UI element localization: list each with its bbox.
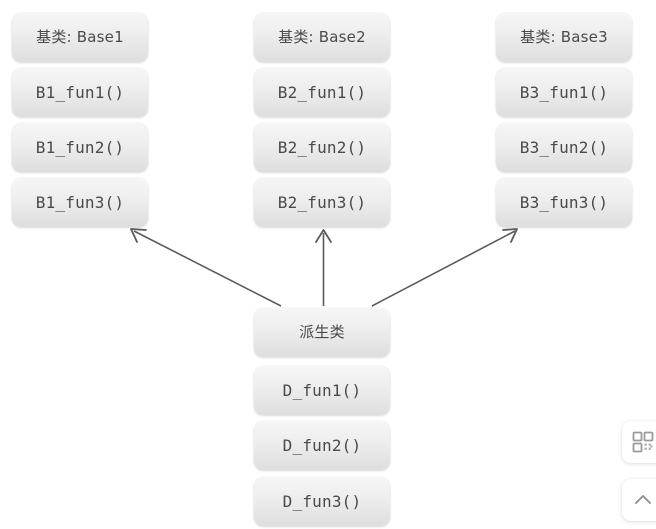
class-box-base2-header[interactable]: 基类: Base2: [254, 13, 390, 62]
method-label: D_fun3(): [282, 491, 362, 511]
method-label: D_fun2(): [282, 435, 362, 455]
method-box-d-fun1[interactable]: D_fun1(): [254, 366, 390, 415]
method-label: B2_fun3(): [277, 192, 367, 212]
class-box-base1-header[interactable]: 基类: Base1: [12, 13, 148, 62]
class-box-derived-header[interactable]: 派生类: [254, 308, 390, 357]
method-label: B2_fun1(): [277, 82, 367, 102]
method-label: B3_fun2(): [519, 137, 609, 157]
method-box-d-fun3[interactable]: D_fun3(): [254, 477, 390, 526]
class-box-base3-header[interactable]: 基类: Base3: [496, 13, 632, 62]
scroll-to-top-button[interactable]: [622, 479, 656, 521]
arrow-derived-to-base3: [371, 228, 518, 307]
method-box-b3-fun1[interactable]: B3_fun1(): [496, 68, 632, 117]
method-label: B1_fun1(): [35, 82, 125, 102]
method-box-b1-fun1[interactable]: B1_fun1(): [12, 68, 148, 117]
method-label: D_fun1(): [282, 380, 362, 400]
method-box-b2-fun1[interactable]: B2_fun1(): [254, 68, 390, 117]
method-box-b1-fun2[interactable]: B1_fun2(): [12, 123, 148, 172]
arrow-derived-to-base1: [130, 228, 282, 307]
method-box-b3-fun3[interactable]: B3_fun3(): [496, 178, 632, 227]
method-box-b2-fun2[interactable]: B2_fun2(): [254, 123, 390, 172]
chevron-up-icon: [632, 489, 654, 511]
method-box-d-fun2[interactable]: D_fun2(): [254, 421, 390, 470]
method-label: B3_fun3(): [519, 192, 609, 212]
class-name-derived: 派生类: [299, 323, 345, 341]
method-label: B3_fun1(): [519, 82, 609, 102]
arrow-derived-to-base2: [315, 229, 332, 306]
method-box-b2-fun3[interactable]: B2_fun3(): [254, 178, 390, 227]
method-label: B1_fun3(): [35, 192, 125, 212]
class-name-base1: 基类: Base1: [36, 28, 124, 46]
method-box-b3-fun2[interactable]: B3_fun2(): [496, 123, 632, 172]
class-name-base3: 基类: Base3: [520, 28, 608, 46]
method-label: B1_fun2(): [35, 137, 125, 157]
method-box-b1-fun3[interactable]: B1_fun3(): [12, 178, 148, 227]
qr-code-icon: [632, 431, 654, 453]
qr-code-button[interactable]: [622, 421, 656, 463]
class-name-base2: 基类: Base2: [278, 28, 366, 46]
method-label: B2_fun2(): [277, 137, 367, 157]
